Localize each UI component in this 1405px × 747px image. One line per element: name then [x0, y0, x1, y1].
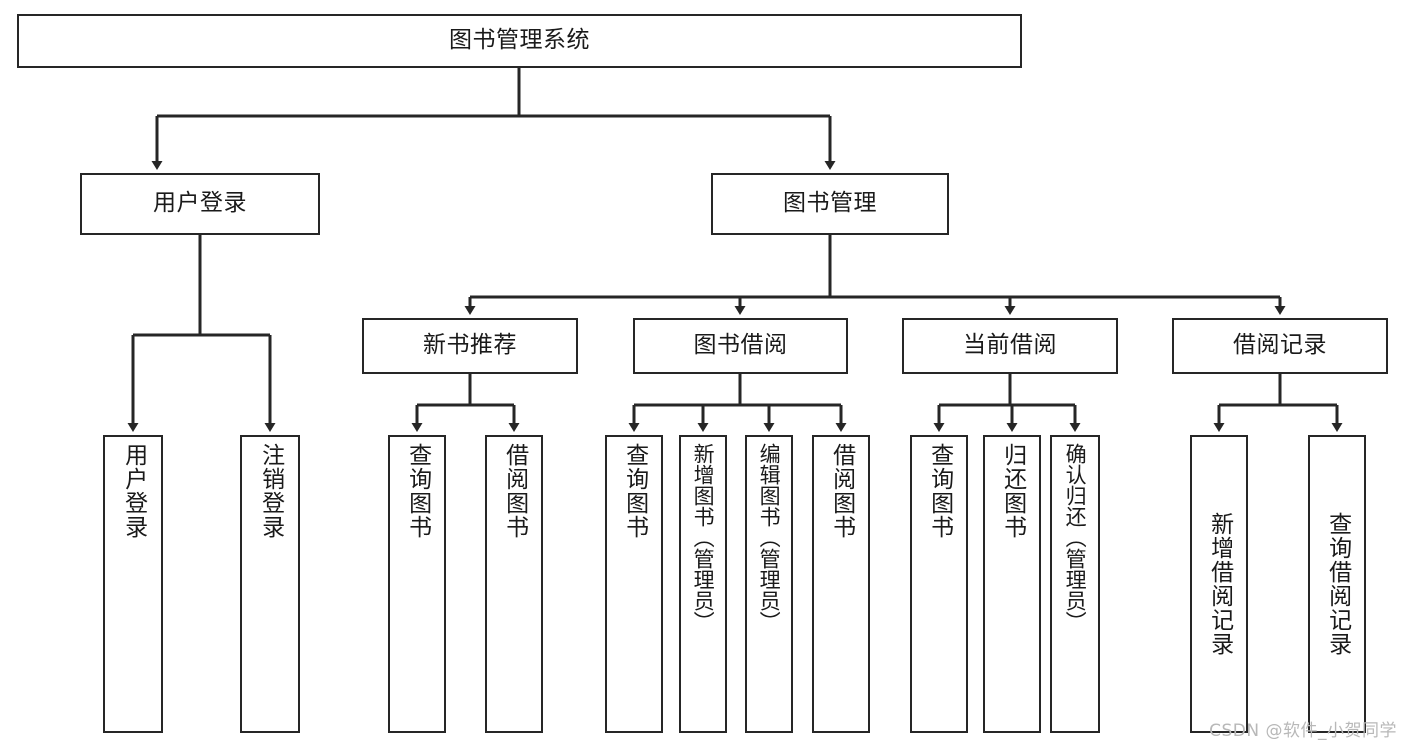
node-root-label: 图书管理系统	[449, 27, 590, 54]
node-borrow-record[interactable]: 借阅记录	[1172, 318, 1388, 374]
node-leaf-borrow-book-2-label: 借阅图书	[828, 443, 855, 539]
node-new-book-recommend-label: 新书推荐	[423, 332, 517, 359]
node-user-login[interactable]: 用户登录	[80, 173, 320, 235]
node-current-borrow[interactable]: 当前借阅	[902, 318, 1118, 374]
node-leaf-query-book-3-label: 查询图书	[926, 443, 953, 539]
node-leaf-confirm-return-admin[interactable]: 确认归还（管理员）	[1050, 435, 1100, 733]
node-leaf-query-book-1-label: 查询图书	[404, 443, 431, 539]
node-leaf-user-login-label: 用户登录	[120, 443, 147, 539]
node-book-manage[interactable]: 图书管理	[711, 173, 949, 235]
node-leaf-borrow-book-1[interactable]: 借阅图书	[485, 435, 543, 733]
node-leaf-return-book-label: 归还图书	[999, 443, 1026, 539]
node-book-borrow-label: 图书借阅	[693, 332, 788, 359]
node-borrow-record-label: 借阅记录	[1233, 332, 1327, 359]
node-leaf-query-borrow-record[interactable]: 查询借阅记录	[1308, 435, 1366, 733]
node-leaf-query-borrow-record-label: 查询借阅记录	[1324, 512, 1351, 656]
node-new-book-recommend[interactable]: 新书推荐	[362, 318, 578, 374]
csdn-watermark: CSDN @软件_小贺同学	[1209, 721, 1397, 741]
node-leaf-return-book[interactable]: 归还图书	[983, 435, 1041, 733]
node-leaf-confirm-return-admin-label: 确认归还（管理员）	[1063, 443, 1088, 632]
node-leaf-borrow-book-2[interactable]: 借阅图书	[812, 435, 870, 733]
node-book-manage-label: 图书管理	[783, 190, 877, 217]
node-leaf-query-book-2[interactable]: 查询图书	[605, 435, 663, 733]
node-leaf-user-login[interactable]: 用户登录	[103, 435, 163, 733]
node-leaf-edit-book-admin[interactable]: 编辑图书（管理员）	[745, 435, 793, 733]
node-leaf-logout-login[interactable]: 注销登录	[240, 435, 300, 733]
node-leaf-add-borrow-record-label: 新增借阅记录	[1206, 512, 1233, 656]
node-user-login-label: 用户登录	[153, 190, 247, 217]
node-leaf-add-borrow-record[interactable]: 新增借阅记录	[1190, 435, 1248, 733]
node-root[interactable]: 图书管理系统	[17, 14, 1022, 68]
node-book-borrow[interactable]: 图书借阅	[633, 318, 848, 374]
node-leaf-query-book-2-label: 查询图书	[621, 443, 648, 539]
node-leaf-logout-login-label: 注销登录	[257, 443, 284, 539]
node-leaf-query-book-1[interactable]: 查询图书	[388, 435, 446, 733]
node-leaf-edit-book-admin-label: 编辑图书（管理员）	[757, 443, 782, 632]
node-leaf-add-book-admin[interactable]: 新增图书（管理员）	[679, 435, 727, 733]
node-current-borrow-label: 当前借阅	[963, 332, 1057, 359]
node-leaf-borrow-book-1-label: 借阅图书	[501, 443, 528, 539]
node-leaf-add-book-admin-label: 新增图书（管理员）	[691, 443, 716, 632]
node-leaf-query-book-3[interactable]: 查询图书	[910, 435, 968, 733]
